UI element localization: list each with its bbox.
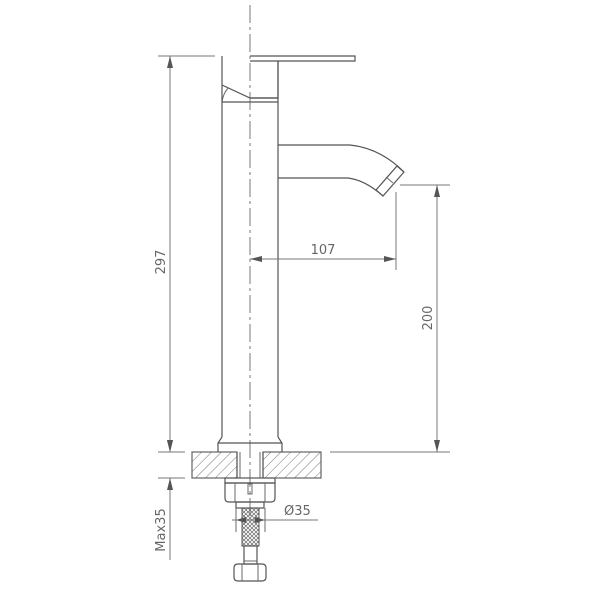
spout-height-label: 200 bbox=[421, 306, 436, 331]
faucet-body bbox=[217, 55, 356, 452]
spout-reach-label: 107 bbox=[311, 243, 336, 258]
hole-diameter-label: Ø35 bbox=[284, 504, 311, 519]
total-height-label: 297 bbox=[154, 250, 169, 275]
aerator bbox=[375, 165, 405, 197]
dimension-spout-reach: 107 bbox=[250, 192, 397, 270]
handle-lever bbox=[250, 55, 356, 62]
dimension-deck-thickness: Max35 bbox=[154, 425, 185, 560]
braided-hose bbox=[241, 507, 260, 547]
mounting-nut bbox=[224, 482, 276, 503]
deck-section bbox=[191, 451, 322, 479]
dimension-spout-height: 200 bbox=[330, 184, 450, 453]
dimension-hole-diameter: Ø35 bbox=[232, 504, 318, 523]
deck-thickness-label: Max35 bbox=[154, 508, 169, 551]
spout bbox=[278, 144, 405, 197]
hose-end-nut bbox=[233, 563, 267, 582]
dimension-total-height: 297 bbox=[154, 55, 215, 453]
